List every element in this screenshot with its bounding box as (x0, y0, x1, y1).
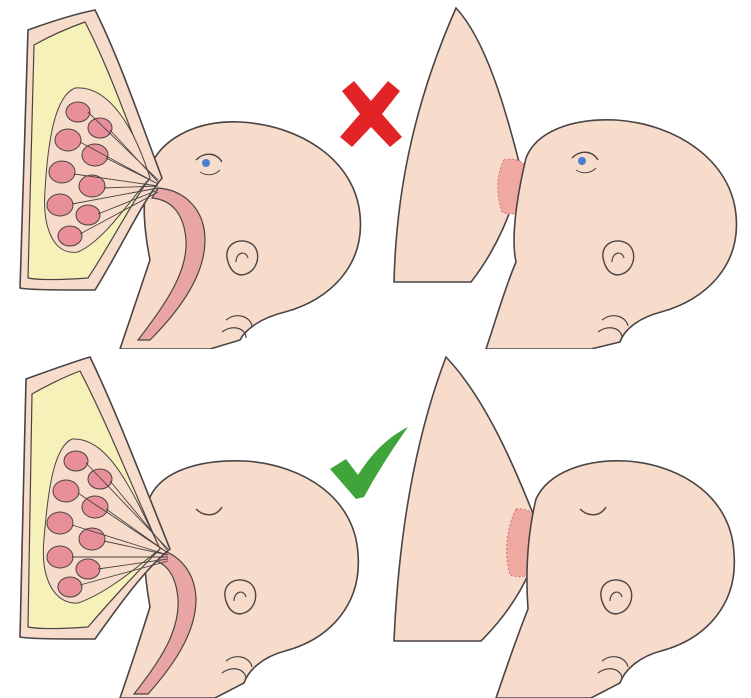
shallow-latch-external-illustration (376, 0, 751, 349)
baby-head (486, 120, 736, 349)
deep-latch-cross-section-illustration (0, 349, 375, 698)
panel-shallow-latch-external (376, 0, 751, 349)
panel-deep-latch-external (376, 349, 751, 698)
breast-external (394, 357, 541, 641)
deep-latch-external-illustration (376, 349, 751, 698)
check-icon (328, 425, 412, 501)
shallow-latch-cross-section-illustration (0, 0, 375, 349)
baby-head (496, 461, 734, 698)
panel-shallow-latch-cross-section (0, 0, 375, 349)
cross-icon (332, 75, 410, 153)
panel-deep-latch-cross-section (0, 349, 375, 698)
breast-cross-section (20, 10, 162, 290)
breast-external (394, 8, 521, 282)
baby-head (120, 461, 358, 698)
